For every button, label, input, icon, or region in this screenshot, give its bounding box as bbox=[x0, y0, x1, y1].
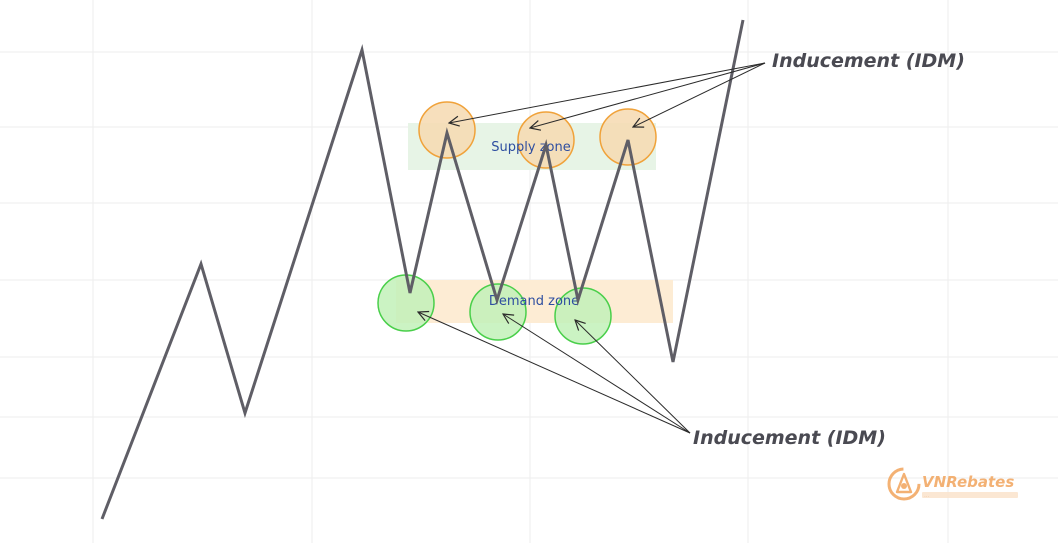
arrow-to-supply-1 bbox=[449, 62, 766, 123]
inducement-label-top: Inducement (IDM) bbox=[772, 50, 965, 72]
watermark-tagline: ... bbox=[924, 493, 929, 499]
demand-zone-box bbox=[396, 280, 673, 323]
arrow-to-demand-1 bbox=[418, 312, 691, 434]
watermark-tag-bar bbox=[922, 492, 1018, 498]
watermark-brand-prefix: VN bbox=[922, 473, 947, 491]
price-path-line bbox=[100, 19, 745, 520]
demand-zone-label: Demand zone bbox=[489, 294, 579, 309]
supply-circle-3 bbox=[599, 108, 657, 166]
watermark-brand-suffix: Rebates bbox=[946, 473, 1014, 491]
vnrebates-logo-icon bbox=[887, 467, 921, 501]
inducement-label-bottom: Inducement (IDM) bbox=[693, 427, 886, 449]
bottom-inducement-arrows bbox=[418, 312, 691, 434]
supply-zone-label: Supply zone bbox=[491, 140, 570, 155]
arrow-to-demand-3 bbox=[575, 320, 691, 434]
arrow-to-supply-3 bbox=[633, 62, 766, 127]
demand-circle-2 bbox=[469, 283, 527, 341]
vnrebates-watermark: VNRebates ... bbox=[887, 467, 1018, 501]
top-inducement-arrows bbox=[449, 62, 766, 128]
watermark-brand: VNRebates bbox=[922, 473, 1014, 491]
arrow-to-demand-2 bbox=[503, 314, 691, 434]
demand-circle-1 bbox=[377, 274, 435, 332]
arrow-to-supply-2 bbox=[530, 62, 766, 128]
